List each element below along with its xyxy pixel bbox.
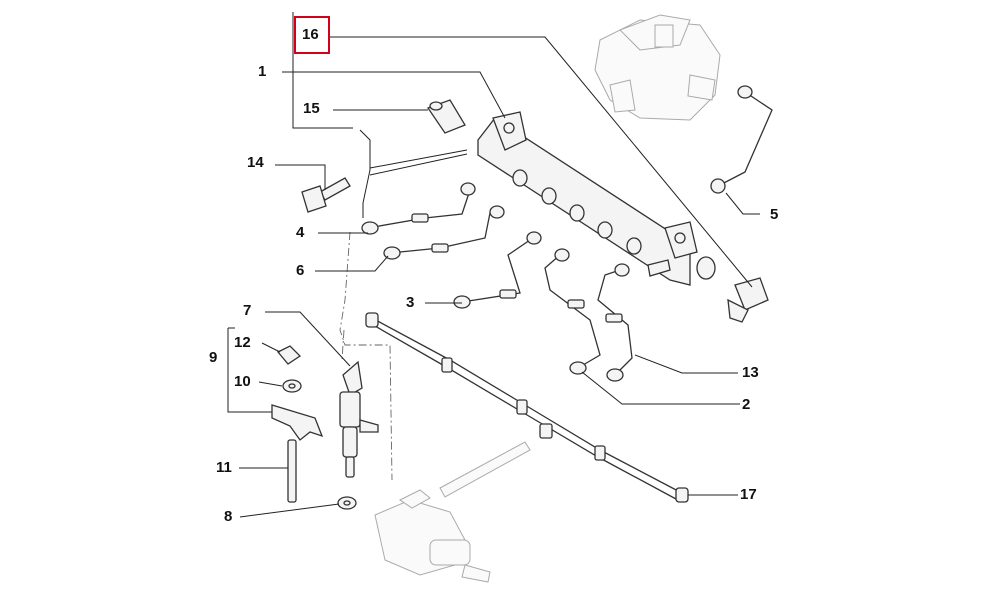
injector-pipe-4[interactable] [544,248,601,375]
callout-7[interactable]: 7 [243,302,251,319]
callout-labels: 16 1 15 14 4 6 7 3 12 9 10 11 8 5 13 2 1… [209,26,778,525]
high-pressure-pump-ghost [594,14,721,121]
callout-11[interactable]: 11 [216,459,232,476]
fuel-filter-ghost [374,441,531,583]
pump-to-rail-pipe[interactable] [710,85,773,194]
callout-3[interactable]: 3 [406,294,414,311]
callout-13[interactable]: 13 [742,364,759,381]
injector-pipe-1[interactable] [361,182,476,235]
callout-14[interactable]: 14 [247,154,264,171]
injector-seal-washer[interactable] [337,496,357,510]
injector-pipe-3[interactable] [453,231,542,309]
callout-6[interactable]: 6 [296,262,304,279]
fuel-injector[interactable] [339,360,379,478]
injector-clamp[interactable] [271,404,324,441]
callout-5[interactable]: 5 [770,206,778,223]
callout-1[interactable]: 1 [258,63,266,80]
leader-lines [227,12,760,518]
callout-9[interactable]: 9 [209,349,217,366]
injector-pipe-2[interactable] [383,205,505,260]
callout-12[interactable]: 12 [234,334,251,351]
pressure-relief-valve[interactable] [727,277,769,323]
callout-4[interactable]: 4 [296,224,305,241]
leak-off-return-line[interactable] [365,312,689,503]
injector-stud[interactable] [287,439,297,503]
rail-pressure-sensor[interactable] [426,99,466,134]
callout-15[interactable]: 15 [303,100,320,117]
injector-pipe-5[interactable] [597,263,633,382]
selected-part-highlight [294,16,330,54]
callout-10[interactable]: 10 [234,373,251,390]
rail-mounting-screw[interactable] [301,177,351,213]
callout-2[interactable]: 2 [742,396,750,413]
clamp-washer[interactable] [282,379,302,393]
callout-8[interactable]: 8 [224,508,232,525]
clamp-nut[interactable] [276,345,302,365]
callout-17[interactable]: 17 [740,486,757,503]
callout-16[interactable]: 16 [302,26,319,43]
fuel-rail[interactable] [477,111,716,286]
